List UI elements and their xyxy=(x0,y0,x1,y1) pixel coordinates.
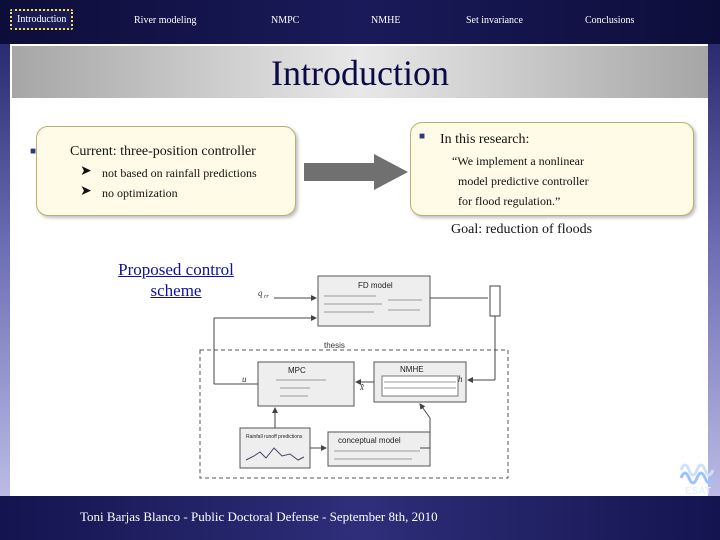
u-label: u xyxy=(242,374,247,384)
link-line-2[interactable]: scheme xyxy=(150,281,202,300)
link-line-1[interactable]: Proposed control xyxy=(118,260,234,279)
current-controller-box xyxy=(36,126,296,216)
top-nav-bar xyxy=(0,0,720,44)
proposed-scheme-link[interactable]: Proposed control scheme xyxy=(104,259,248,301)
arrow-bullet-icon: ➤ xyxy=(80,184,92,199)
fd-model-block xyxy=(317,275,431,327)
footer-text: Toni Barjas Blanco - Public Doctoral Def… xyxy=(80,509,438,524)
bullet-icon: ■ xyxy=(419,131,426,142)
research-box xyxy=(410,122,694,216)
nav-nmhe[interactable]: NMHE xyxy=(371,15,401,26)
mpc-block xyxy=(257,361,355,407)
arrow-bullet-icon: ➤ xyxy=(80,164,92,179)
research-quote-line-3: for flood regulation.” xyxy=(458,194,561,208)
control-scheme-diagram: thesis FD model q rr MPC NMHE x̂ u h Rai… xyxy=(199,275,509,479)
left-item-2: no optimization xyxy=(102,186,178,200)
predictions-label: Rainfall runoff predictions xyxy=(246,434,303,440)
slide-title: Introduction xyxy=(271,53,449,93)
thesis-label: thesis xyxy=(324,341,345,350)
research-heading: In this research: xyxy=(440,132,530,147)
q-input-subscript: rr xyxy=(264,294,269,300)
left-decoration xyxy=(0,44,10,540)
nav-river-modeling[interactable]: River modeling xyxy=(134,15,197,26)
current-controller-heading: Current: three-position controller xyxy=(70,144,256,159)
esat-logo-icon: ESAT xyxy=(679,463,715,496)
research-quote-line-2: model predictive controller xyxy=(458,174,589,188)
q-input-label: q xyxy=(258,288,263,298)
research-quote-line-1: “We implement a nonlinear xyxy=(452,154,584,168)
left-item-1: not based on rainfall predictions xyxy=(102,166,257,180)
mpc-label: MPC xyxy=(288,366,306,375)
nav-introduction[interactable]: Introduction xyxy=(10,9,74,30)
conceptual-model-block xyxy=(327,431,431,467)
conceptual-model-label: conceptual model xyxy=(338,436,401,445)
svg-text:ESAT: ESAT xyxy=(685,486,711,496)
footer-bar xyxy=(0,496,720,540)
goal-text: Goal: reduction of floods xyxy=(451,222,593,237)
nav-conclusions[interactable]: Conclusions xyxy=(585,15,635,26)
title-band xyxy=(12,46,708,98)
bullet-icon: ■ xyxy=(30,146,37,157)
predictions-block xyxy=(239,427,311,469)
nav-set-invariance[interactable]: Set invariance xyxy=(466,15,523,26)
thesis-region xyxy=(199,349,509,479)
nav-nmpc[interactable]: NMPC xyxy=(271,15,300,26)
x-hat-label: x̂ xyxy=(359,382,364,392)
nmhe-label: NMHE xyxy=(400,365,424,374)
h-label: h xyxy=(458,374,463,384)
big-right-arrow-icon xyxy=(304,154,408,190)
fd-model-label: FD model xyxy=(358,281,393,290)
right-decoration xyxy=(708,44,720,540)
